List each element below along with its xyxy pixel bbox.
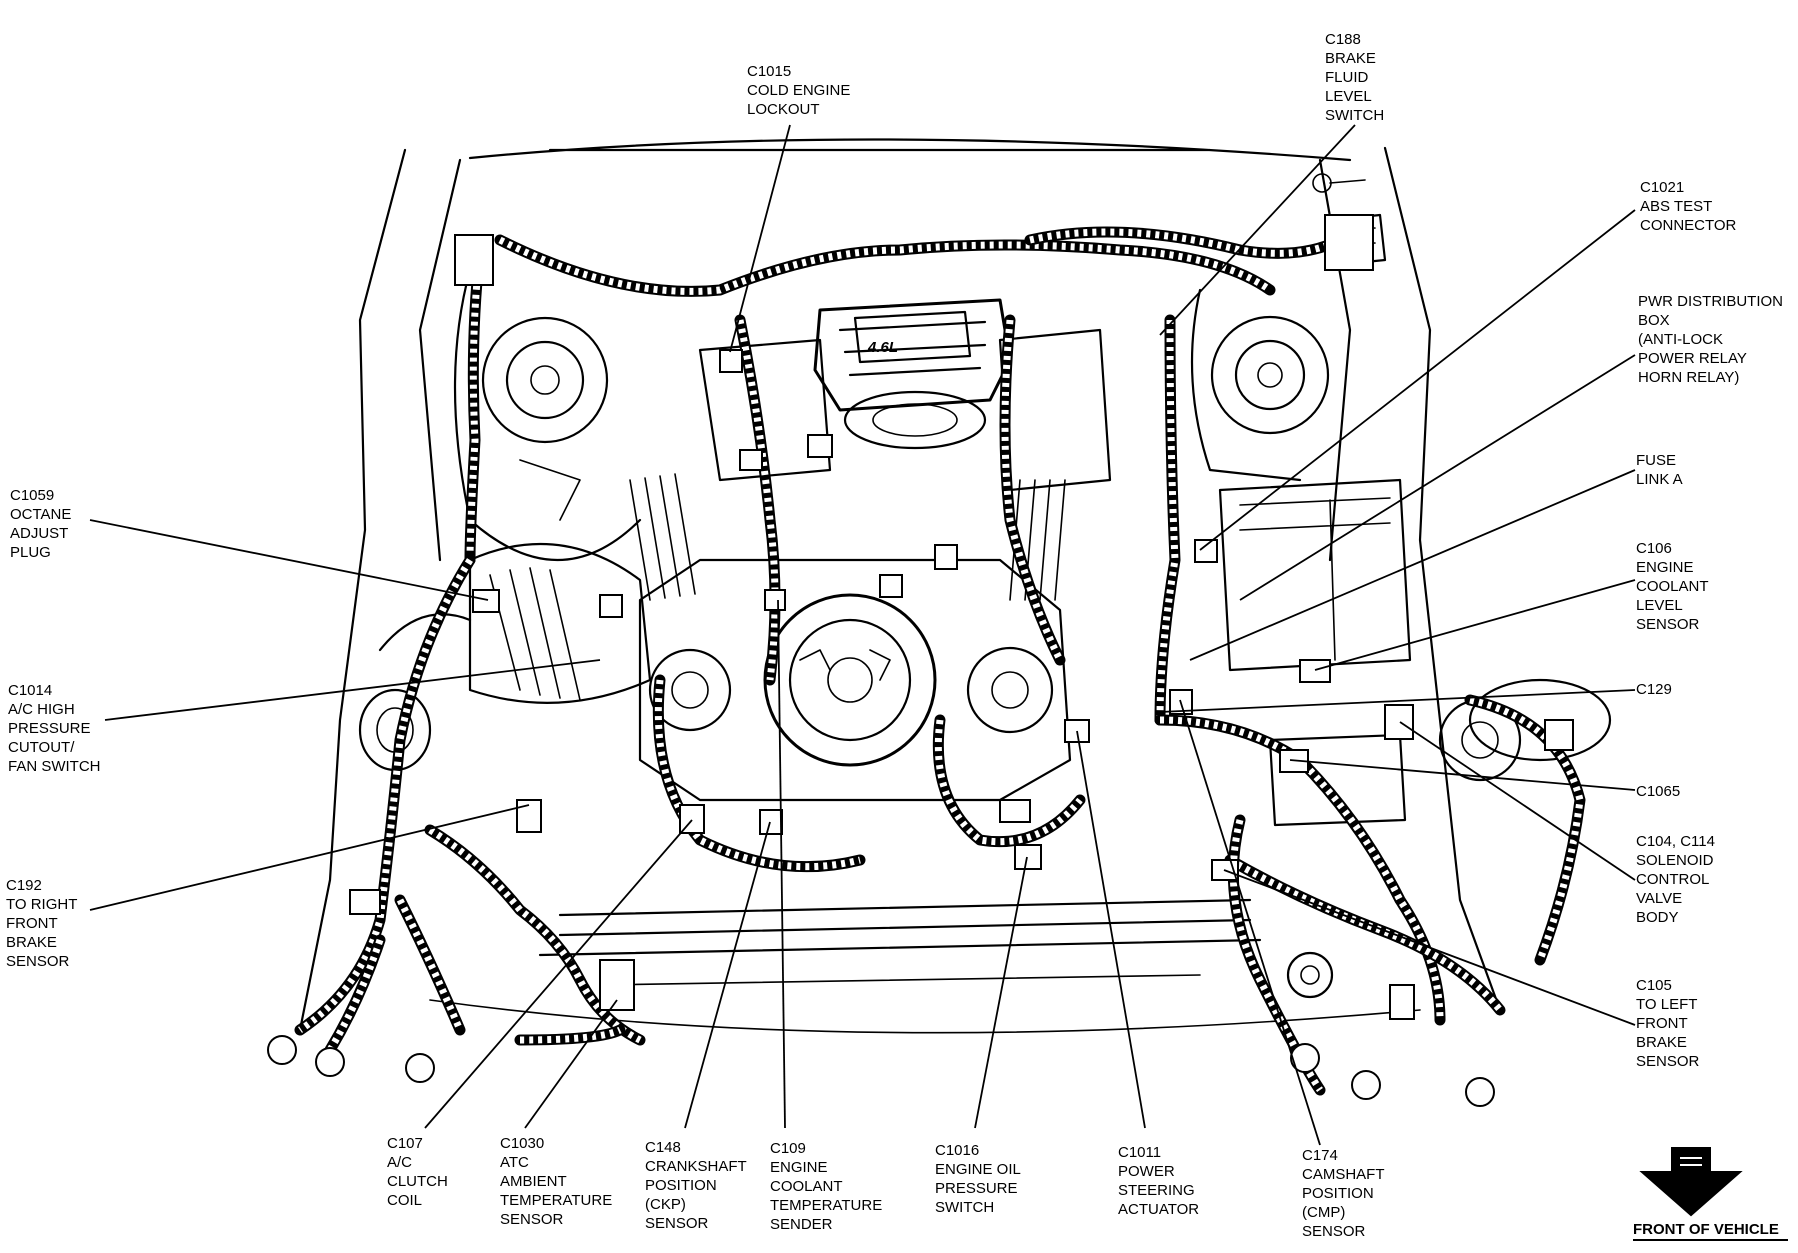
leader-c1014 <box>104 659 601 721</box>
leader-c1030 <box>524 999 618 1129</box>
leader-pwr <box>1239 354 1636 601</box>
callout-leader-lines <box>89 124 1636 1146</box>
harness-connectors <box>267 214 1574 1107</box>
leader-c106 <box>1314 579 1636 671</box>
right-side-components <box>1218 478 1612 999</box>
leader-c1065 <box>1289 759 1636 791</box>
leader-c1011 <box>1076 730 1146 1129</box>
leader-c148 <box>684 821 771 1129</box>
front-of-vehicle-indicator: FRONT OF VEHICLE <box>1633 1147 1788 1241</box>
leader-fuse <box>1189 469 1636 661</box>
callout-c1065: C1065 <box>1636 783 1680 800</box>
leader-c129 <box>1159 689 1636 713</box>
right-strut-tower <box>1190 288 1330 482</box>
left-strut-tower <box>453 268 642 561</box>
front-of-vehicle-label: FRONT OF VEHICLE <box>1633 1221 1779 1238</box>
callout-c129: C129 <box>1636 681 1672 698</box>
leader-c188 <box>1159 124 1356 336</box>
leader-c1016 <box>974 856 1028 1129</box>
wiring-harness <box>294 226 1586 1096</box>
engine-badge-plate: 4.6L <box>853 310 972 364</box>
leader-c105 <box>1223 869 1636 1026</box>
leader-c174 <box>1179 699 1321 1146</box>
leader-c109 <box>777 599 786 1129</box>
leader-c104 <box>1399 721 1636 881</box>
leader-c1059 <box>89 519 489 601</box>
engine-block <box>629 298 1112 802</box>
down-arrow-icon <box>1639 1147 1743 1217</box>
leader-c192 <box>89 804 530 911</box>
engine-badge-text: 4.6L <box>867 339 898 356</box>
leader-c1021 <box>1199 209 1636 551</box>
leader-c107 <box>424 819 693 1129</box>
leader-c1015 <box>729 124 791 353</box>
